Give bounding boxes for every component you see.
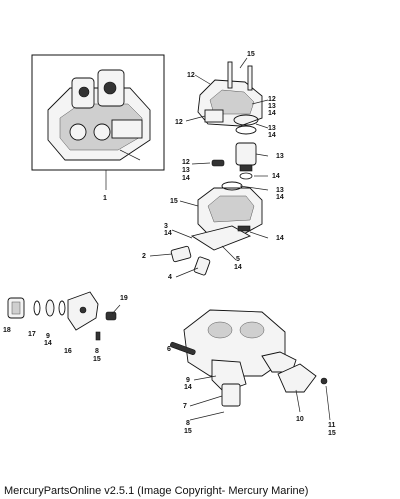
callout-14-right-b: 14 xyxy=(268,132,276,139)
callout-2: 2 xyxy=(142,253,146,260)
callout-labels: 15 12 12 13 14 12 13 14 13 12 13 14 14 1… xyxy=(3,51,336,437)
callout-10: 10 xyxy=(296,416,304,423)
callout-14-left: 14 xyxy=(44,340,52,347)
callout-8-left: 8 xyxy=(95,348,99,355)
exploded-parts-diagram: 15 12 12 13 14 12 13 14 13 12 13 14 14 1… xyxy=(3,51,336,437)
callout-19: 19 xyxy=(120,295,128,302)
callout-12-left: 12 xyxy=(175,119,183,126)
callout-15-bottom-right: 15 xyxy=(328,430,336,437)
callout-14-mid-left: 14 xyxy=(182,175,190,182)
callout-1: 1 xyxy=(103,195,107,202)
callout-4: 4 xyxy=(168,274,172,281)
sensor-parts xyxy=(170,245,211,276)
callout-13-injector: 13 xyxy=(276,153,284,160)
callout-14-bottom: 14 xyxy=(184,384,192,391)
callout-14-right-c: 14 xyxy=(276,235,284,242)
callout-13-right-a: 13 xyxy=(268,103,276,110)
injector-part xyxy=(211,142,257,180)
callout-13-right-b: 13 xyxy=(268,125,276,132)
callout-12-right: 12 xyxy=(268,96,276,103)
callout-14-mid-right: 14 xyxy=(272,173,280,180)
callout-12-top: 12 xyxy=(187,72,195,79)
callout-7: 7 xyxy=(183,403,187,410)
callout-5: 5 xyxy=(236,256,240,263)
callout-15-bottom: 15 xyxy=(184,428,192,435)
callout-9-left: 9 xyxy=(46,333,50,340)
callout-15-top: 15 xyxy=(247,51,255,58)
copyright-caption: MercuryPartsOnline v2.5.1 (Image Copyrig… xyxy=(4,485,309,497)
middle-body-assembly xyxy=(190,181,263,251)
idle-air-parts xyxy=(7,291,117,341)
callout-18: 18 xyxy=(3,327,11,334)
callout-14-sensor: 14 xyxy=(234,264,242,271)
main-throttle-body xyxy=(170,309,297,393)
callout-14-lever: 14 xyxy=(164,230,172,237)
callout-6: 6 xyxy=(167,346,171,353)
callout-11: 11 xyxy=(328,422,336,429)
callout-15-left: 15 xyxy=(93,356,101,363)
upper-body-assembly xyxy=(197,61,263,135)
callout-17: 17 xyxy=(28,331,36,338)
leader-lines xyxy=(111,57,331,421)
callout-15-mid: 15 xyxy=(170,198,178,205)
callout-8-bottom: 8 xyxy=(186,420,190,427)
callout-12-mid: 12 xyxy=(182,159,190,166)
callout-13-mid-right: 13 xyxy=(276,187,284,194)
callout-14-mid-right-b: 14 xyxy=(276,194,284,201)
callout-13-mid: 13 xyxy=(182,167,190,174)
tps-and-linkage xyxy=(221,363,328,407)
assembly-inset xyxy=(31,54,165,171)
callout-14-right-a: 14 xyxy=(268,110,276,117)
callout-16: 16 xyxy=(64,348,72,355)
callout-3: 3 xyxy=(164,223,168,230)
callout-9-bottom: 9 xyxy=(186,377,190,384)
